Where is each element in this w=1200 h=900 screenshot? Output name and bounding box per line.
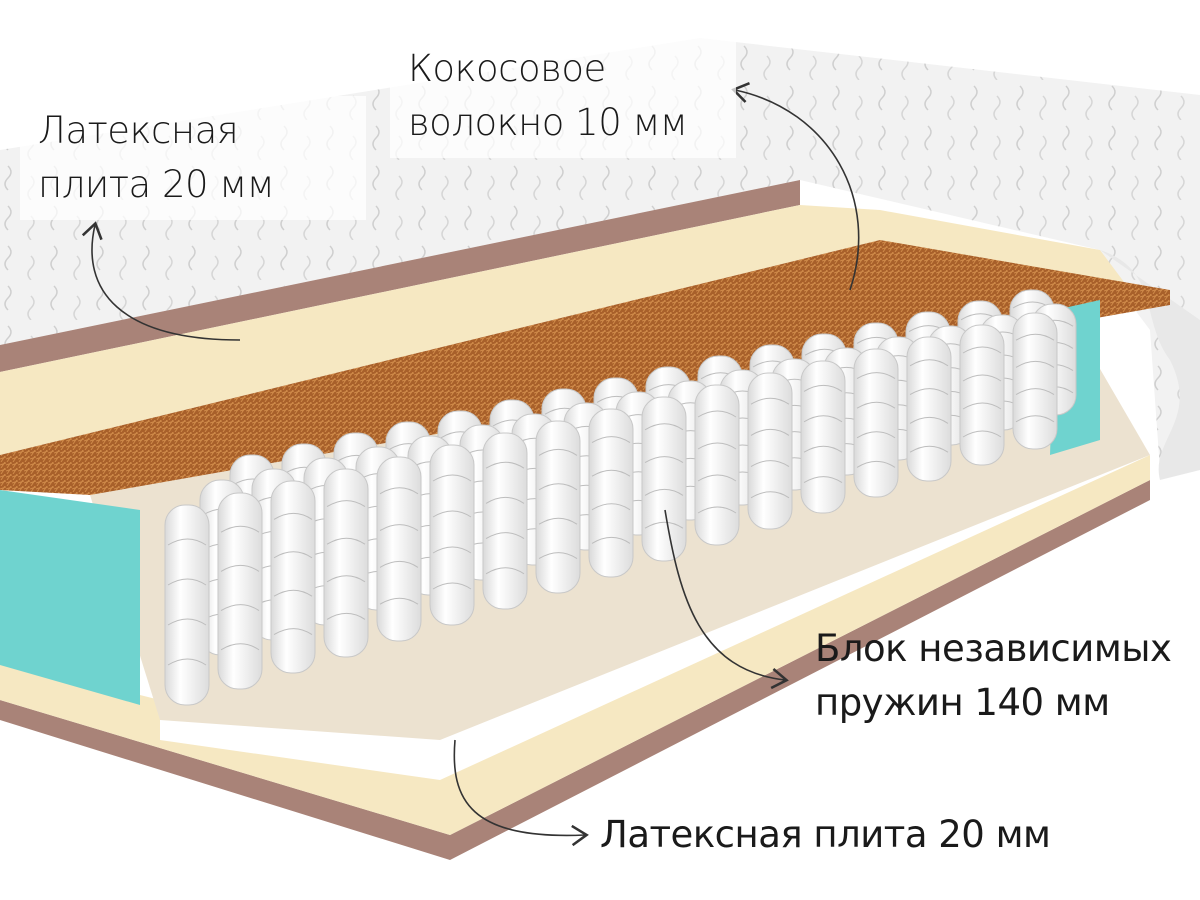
spring-coil	[535, 420, 581, 594]
bottom-latex-layer	[0, 455, 1150, 835]
foam-side-left	[0, 490, 140, 705]
spring-coil	[906, 336, 952, 482]
spring-coil	[376, 456, 422, 642]
label-bottom-latex: Латексная плита 20 мм	[600, 808, 1051, 862]
label-coconut: Кокосовое волокно 10 мм	[390, 34, 736, 158]
bottom-brown-layer	[0, 480, 1150, 860]
spring-coil	[217, 492, 263, 690]
arrow-springs	[664, 509, 789, 690]
spring-coil	[270, 480, 316, 674]
spring-coil	[694, 384, 740, 546]
spring-coil	[641, 396, 687, 562]
spring-coil	[429, 444, 475, 626]
spring-coil	[588, 408, 634, 578]
label-springs-line1: Блок независимых	[815, 627, 1172, 670]
arrow-top-latex	[81, 221, 241, 341]
spring-coil	[800, 360, 846, 514]
label-bottom-latex-line1: Латексная плита 20 мм	[600, 813, 1051, 856]
label-top-latex: Латексная плита 20 мм	[20, 96, 366, 220]
spring-coil	[853, 348, 899, 498]
coconut-layer	[0, 240, 1170, 495]
label-springs: Блок независимых пружин 140 мм	[815, 622, 1172, 730]
spring-coil	[747, 372, 793, 530]
label-springs-line2: пружин 140 мм	[815, 681, 1110, 724]
spring-coil	[1012, 312, 1058, 450]
spring-coil	[959, 324, 1005, 466]
spring-block	[164, 289, 1077, 706]
spring-coil	[323, 468, 369, 658]
label-top-latex-line1: Латексная	[38, 109, 239, 152]
arrow-bottom-latex	[453, 739, 589, 847]
spring-coil	[482, 432, 528, 610]
top-brown-layer	[0, 180, 800, 372]
label-coconut-line2: волокно 10 мм	[408, 101, 688, 144]
label-top-latex-line2: плита 20 мм	[38, 163, 275, 206]
top-latex-layer	[0, 205, 1170, 455]
cover-fold	[1100, 250, 1200, 480]
label-coconut-line1: Кокосовое	[408, 47, 606, 90]
arrow-coconut	[731, 82, 860, 291]
spring-coil	[164, 504, 210, 706]
